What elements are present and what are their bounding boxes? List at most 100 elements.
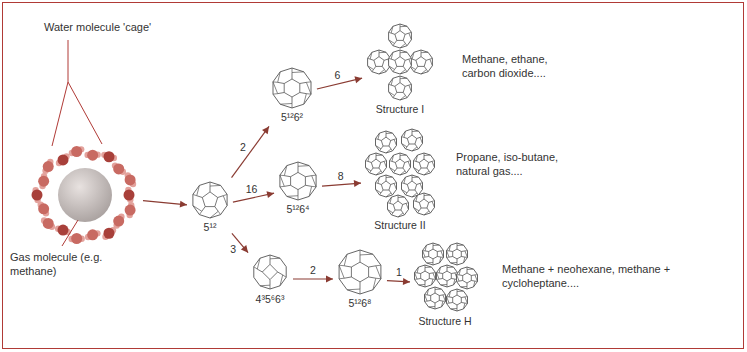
polyhedron-edge bbox=[287, 195, 298, 197]
polyhedron-edge bbox=[425, 301, 428, 302]
polyhedron-edge bbox=[405, 161, 408, 162]
polyhedron-edge bbox=[391, 85, 395, 86]
polyhedron-edge bbox=[389, 92, 395, 96]
polyhedron-edge bbox=[292, 68, 293, 73]
polyhedron-edge bbox=[435, 289, 436, 293]
polyhedron-edge bbox=[306, 93, 311, 95]
polyhedron-edge bbox=[280, 186, 284, 188]
polyhedron-edge bbox=[370, 52, 372, 59]
polyhedron-edge bbox=[432, 160, 434, 162]
polyhedron-edge bbox=[430, 59, 433, 66]
polyhedron-edge bbox=[424, 211, 429, 215]
polyhedron-edge bbox=[344, 266, 351, 267]
polyhedron-edge bbox=[380, 149, 381, 151]
polyhedron-edge bbox=[429, 278, 433, 280]
polyhedron-edge bbox=[394, 139, 396, 145]
polyhedron-edge bbox=[441, 257, 444, 258]
polyhedron-edge bbox=[389, 146, 391, 149]
polyhedron-edge bbox=[459, 280, 463, 282]
polyhedron-edge bbox=[416, 201, 419, 202]
polyhedron-edge bbox=[215, 207, 218, 212]
polyhedron-edge bbox=[405, 171, 406, 173]
polyhedron-edge bbox=[439, 300, 443, 302]
polyhedron-face bbox=[393, 201, 402, 210]
oxygen-atom bbox=[124, 190, 135, 201]
polyhedron-edge bbox=[300, 82, 307, 83]
polyhedron-edge bbox=[417, 267, 418, 273]
polyhedron-edge bbox=[400, 70, 405, 74]
polyhedron-edge bbox=[449, 250, 453, 252]
polyhedron-edge bbox=[386, 193, 391, 197]
shape-drawing bbox=[364, 128, 436, 218]
polyhedron-outline bbox=[376, 175, 397, 197]
polyhedron-edge bbox=[386, 175, 387, 177]
polyhedron-edge bbox=[449, 291, 450, 297]
polyhedron-edge bbox=[441, 284, 447, 285]
shape-drawing bbox=[336, 248, 384, 296]
polyhedron-edge bbox=[400, 53, 401, 57]
polyhedron-edge bbox=[398, 197, 399, 201]
polyhedron-edge bbox=[193, 194, 197, 195]
connector-line bbox=[232, 126, 269, 177]
polyhedron-edge bbox=[412, 177, 413, 181]
polyhedron-edge bbox=[431, 279, 432, 285]
polyhedron-edge bbox=[435, 307, 436, 309]
polyhedron-edge bbox=[386, 149, 391, 153]
polyhedron-edge bbox=[449, 302, 453, 304]
structure-label: Structure H bbox=[418, 315, 471, 328]
polyhedron-edge bbox=[389, 84, 392, 86]
polyhedron-edge bbox=[449, 256, 453, 258]
polyhedron-edge bbox=[416, 66, 418, 69]
polyhedron-edge bbox=[417, 272, 421, 274]
polyhedron-edge bbox=[447, 281, 448, 285]
polyhedron-edge bbox=[467, 287, 468, 289]
oxygen-atom bbox=[38, 203, 49, 214]
polyhedron-edge bbox=[273, 82, 278, 94]
polyhedron-outline bbox=[415, 265, 436, 287]
polyhedron-edge bbox=[423, 257, 426, 258]
polyhedron-edge bbox=[379, 52, 386, 53]
polyhedron-edge bbox=[420, 182, 422, 184]
polyhedron-edge bbox=[421, 52, 428, 53]
polyhedron-edge bbox=[347, 289, 360, 291]
edge-count: 16 bbox=[245, 183, 259, 195]
polyhedron-edge bbox=[433, 259, 434, 263]
polyhedron-edge bbox=[457, 281, 460, 282]
polyhedron-edge bbox=[424, 155, 430, 156]
structure-node: Structure IIPropane, iso-butane, natural… bbox=[364, 128, 436, 232]
polyhedron-edge bbox=[435, 303, 436, 307]
polyhedron-edge bbox=[403, 213, 404, 215]
arrowhead bbox=[403, 278, 410, 285]
polyhedron-face bbox=[416, 57, 426, 67]
polyhedron-edge bbox=[306, 81, 311, 83]
polyhedron-edge bbox=[457, 275, 460, 282]
polyhedron-edge bbox=[463, 303, 464, 309]
shape-drawing bbox=[250, 252, 290, 292]
polyhedron bbox=[447, 243, 468, 265]
polyhedron-outline bbox=[366, 153, 387, 175]
polyhedron-edge bbox=[378, 183, 381, 184]
polyhedron bbox=[388, 195, 409, 217]
polyhedron-edge bbox=[404, 177, 406, 183]
polyhedron-edge bbox=[394, 138, 396, 140]
polyhedron-edge bbox=[441, 250, 444, 251]
polyhedron-edge bbox=[461, 302, 465, 304]
polyhedron-edge bbox=[447, 251, 450, 258]
polyhedron-edge bbox=[465, 296, 468, 297]
polyhedron-face bbox=[202, 192, 217, 207]
polyhedron-edge bbox=[414, 167, 419, 170]
polyhedron-face bbox=[291, 172, 306, 189]
polyhedron-edge bbox=[400, 52, 407, 53]
polyhedron-edge bbox=[402, 143, 407, 146]
polyhedron-edge bbox=[312, 186, 316, 188]
polyhedron bbox=[414, 193, 435, 215]
polyhedron-edge bbox=[381, 146, 383, 149]
polyhedron-outline bbox=[390, 153, 411, 175]
polyhedron-edge bbox=[391, 193, 392, 195]
polyhedron-edge bbox=[339, 278, 344, 280]
polyhedron bbox=[402, 175, 423, 197]
polyhedron-edge bbox=[309, 186, 311, 196]
oxygen-atom bbox=[58, 154, 69, 165]
polyhedron-face bbox=[407, 181, 416, 190]
cage-illustration: Water molecule 'cage'Gas molecule (e.g. … bbox=[30, 140, 140, 250]
